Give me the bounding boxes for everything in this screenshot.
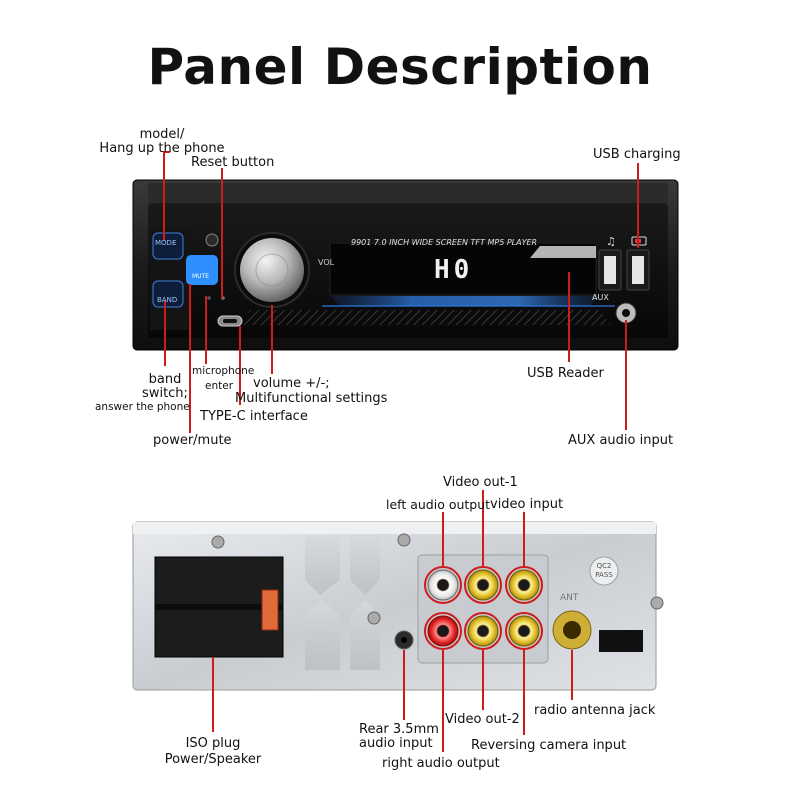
label-rear-35-1: Rear 3.5mm bbox=[359, 722, 439, 737]
label-usb-reader: USB Reader bbox=[527, 366, 604, 381]
label-video-input: video input bbox=[490, 497, 564, 512]
ant-text: ANT bbox=[560, 593, 579, 603]
label-reversing-camera: Reversing camera input bbox=[471, 738, 627, 753]
label-answer-phone: answer the phone bbox=[95, 401, 190, 413]
label-left-audio: left audio output bbox=[386, 497, 491, 512]
label-power-mute: power/mute bbox=[153, 433, 232, 448]
label-typec: TYPE-C interface bbox=[200, 409, 308, 424]
vol-device-text: VOL bbox=[318, 258, 335, 267]
label-radio-antenna: radio antenna jack bbox=[534, 703, 656, 718]
label-multifunction: Multifunctional settings bbox=[235, 391, 388, 406]
svg-text:♫: ♫ bbox=[606, 235, 616, 248]
label-volume: volume +/-; bbox=[253, 376, 330, 391]
label-rear-35-2: audio input bbox=[359, 736, 433, 751]
label-microphone: microphone bbox=[192, 365, 255, 377]
device-model-text: 9901 7.0 INCH WIDE SCREEN TFT MP5 PLAYER bbox=[351, 238, 538, 247]
label-usb-charging: USB charging bbox=[593, 147, 681, 162]
aux-device-text: AUX bbox=[592, 293, 609, 302]
label-enter: enter bbox=[205, 380, 234, 392]
mode-button[interactable]: MODE bbox=[155, 239, 177, 247]
label-right-audio: right audio output bbox=[382, 756, 500, 771]
label-hang-up: Hang up the phone bbox=[99, 141, 225, 156]
page-title: Panel Description bbox=[147, 38, 653, 96]
sticker-text-2: PASS bbox=[595, 571, 613, 579]
label-iso-plug: ISO plug bbox=[185, 736, 241, 751]
front-panel-device: ♫ bbox=[132, 179, 679, 351]
label-model: model/ bbox=[139, 127, 185, 142]
rear-panel-device bbox=[132, 521, 664, 691]
label-video-out-2: Video out-2 bbox=[445, 712, 520, 727]
label-switch: switch; bbox=[142, 386, 188, 401]
label-reset: Reset button bbox=[191, 155, 275, 170]
label-aux-input: AUX audio input bbox=[568, 433, 674, 448]
label-band: band bbox=[148, 372, 182, 387]
power-mute-button[interactable]: MUTE bbox=[192, 273, 210, 280]
band-button[interactable]: BAND bbox=[157, 296, 178, 304]
label-iso-power-speaker: Power/Speaker bbox=[164, 752, 262, 767]
display-readout: H0 bbox=[434, 255, 474, 285]
callout-lines bbox=[163, 151, 639, 752]
label-video-out-1: Video out-1 bbox=[443, 475, 518, 490]
sticker-text-1: QC2 bbox=[596, 562, 612, 570]
